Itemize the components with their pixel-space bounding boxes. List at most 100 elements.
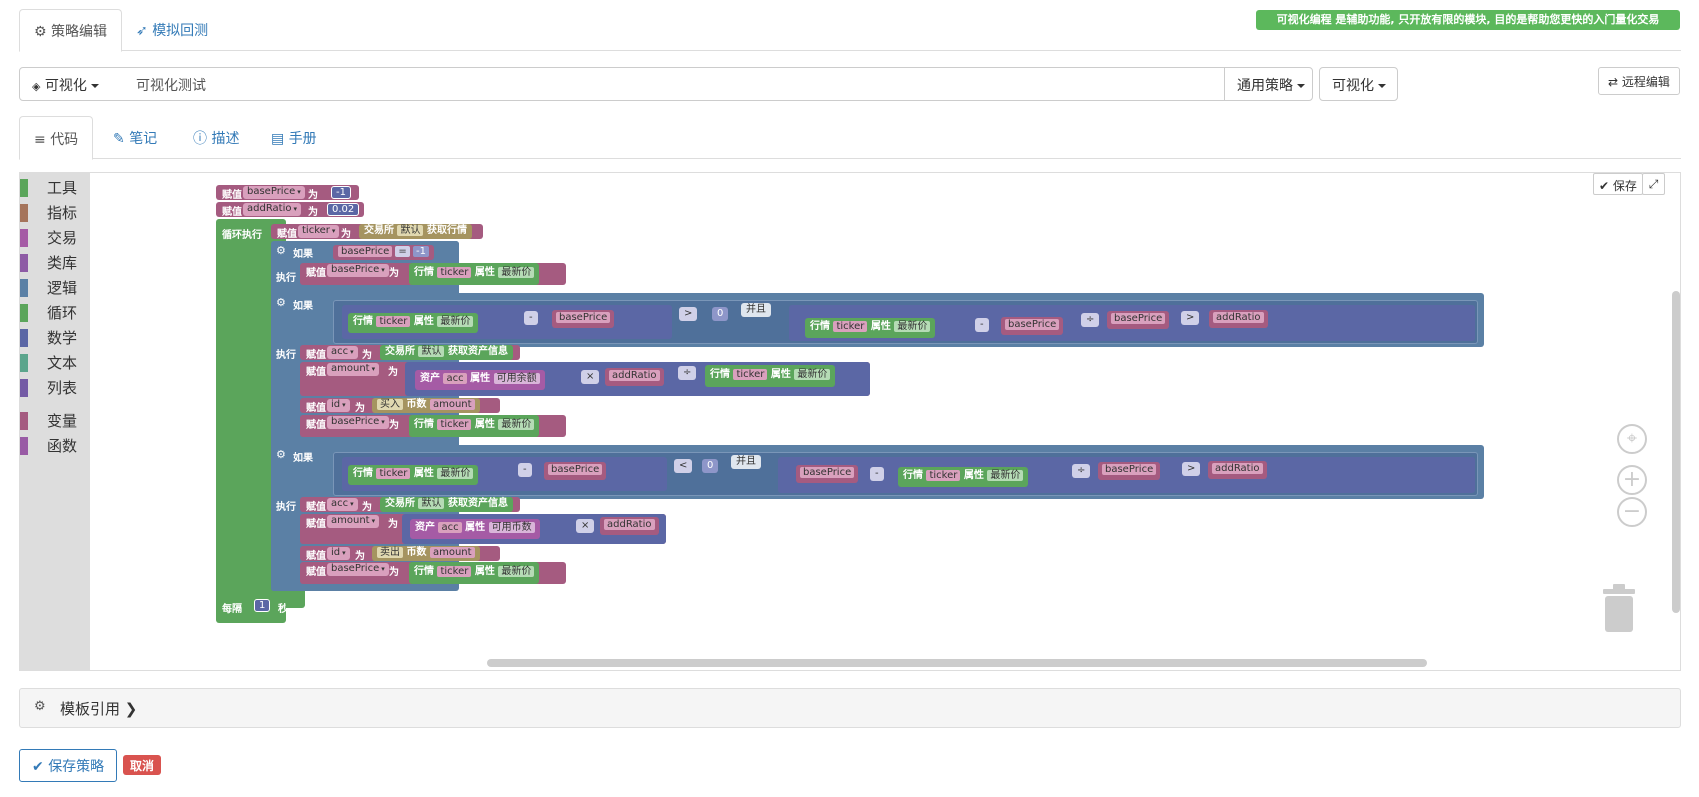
- info-icon: ⓘ: [193, 131, 207, 147]
- market-attr-block[interactable]: 行情 ticker 属性 最新价: [409, 263, 540, 285]
- top-tabs: ⚙ 策略编辑 ➶ 模拟回测: [19, 9, 1681, 52]
- toolbox-category[interactable]: 工具: [20, 177, 90, 199]
- caret-down-icon: [1297, 84, 1305, 88]
- assign-block[interactable]: 赋值 basePrice▾ 为 行情 ticker 属性 最新价: [300, 263, 566, 285]
- gear-icon[interactable]: ⚙: [276, 448, 286, 461]
- if-block[interactable]: ⚙ 如果 行情 ticker 属性 最新价 - basePrice > 0 并且…: [271, 293, 1484, 347]
- variable-field[interactable]: basePrice▾: [243, 186, 305, 199]
- template-panel[interactable]: ⚙ 模板引用 ❯: [19, 688, 1681, 728]
- tab-notes[interactable]: ✎ 笔记: [113, 131, 158, 147]
- tab-backtest[interactable]: ➶ 模拟回测: [122, 9, 222, 51]
- cancel-button[interactable]: 取消: [123, 755, 162, 775]
- zoom-in-icon[interactable]: +: [1617, 465, 1647, 495]
- recenter-icon[interactable]: ⌖: [1617, 424, 1647, 454]
- dropdown-icon: ▾: [342, 549, 346, 557]
- toolbox-category[interactable]: 文本: [20, 352, 90, 374]
- workspace-save-button[interactable]: ✔ 保存: [1593, 173, 1643, 195]
- and-expr[interactable]: 行情 ticker 属性 最新价 - basePrice < 0 并且 base…: [333, 452, 1478, 496]
- expand-icon[interactable]: ⤢: [1642, 173, 1665, 195]
- and-expr[interactable]: 行情 ticker 属性 最新价 - basePrice > 0 并且 行情 t…: [333, 300, 1478, 344]
- horizontal-scrollbar[interactable]: [487, 659, 1427, 667]
- cubes-icon: ⚙: [34, 24, 47, 40]
- assign-block[interactable]: 赋值 amount▾ 为 资产 acc 属性 可用余额 × addRatio ÷…: [300, 362, 870, 396]
- dropdown-icon: ▾: [297, 188, 301, 196]
- chevron-right-icon: ❯: [124, 700, 138, 718]
- assign-block[interactable]: 赋值 acc▾ 为 交易所 默认 获取资产信息: [300, 345, 520, 361]
- compare-ratio-expr[interactable]: 行情 ticker 属性 最新价 - basePrice ÷ basePrice…: [789, 305, 1475, 341]
- dropdown-icon: ▾: [381, 565, 385, 573]
- strategy-name-input[interactable]: 可视化测试: [124, 67, 1244, 101]
- number-field[interactable]: 0.02: [327, 203, 360, 216]
- dropdown-icon: ▾: [381, 418, 385, 426]
- tab-label: 模拟回测: [152, 23, 209, 39]
- assign-block[interactable]: 赋值 acc▾ 为 交易所 默认 获取资产信息: [300, 497, 520, 513]
- gear-icon[interactable]: ⚙: [276, 244, 286, 257]
- dropdown-icon: ▾: [371, 517, 376, 525]
- toolbox-category[interactable]: 数学: [20, 327, 90, 349]
- variable-field[interactable]: basePrice▾: [327, 264, 389, 277]
- trash-icon[interactable]: [1602, 583, 1636, 633]
- type-select[interactable]: 可视化: [1319, 67, 1398, 101]
- tab-code[interactable]: ≡ 代码: [19, 116, 94, 160]
- assign-block[interactable]: 赋值 addRatio▾ 为 0.02: [216, 202, 364, 218]
- variable-field[interactable]: addRatio▾: [243, 203, 302, 216]
- dropdown-icon: ▾: [350, 348, 354, 356]
- assign-ticker-block[interactable]: 赋值 ticker▾ 为 交易所 默认 获取行情: [271, 224, 483, 240]
- remote-edit-button[interactable]: ⇄ 远程编辑: [1598, 67, 1680, 95]
- toolbox-category[interactable]: 交易: [20, 227, 90, 249]
- toolbox-category[interactable]: 指标: [20, 202, 90, 224]
- dropdown-icon: ▾: [342, 401, 346, 409]
- blockly-workspace[interactable]: 工具 指标 交易 类库 逻辑 循环 数学 文本 列表 变量 函数 赋值 base…: [19, 172, 1681, 671]
- assign-block[interactable]: 赋值 basePrice▾ 为 行情 ticker 属性 最新价: [300, 415, 566, 437]
- blockly-toolbox: 工具 指标 交易 类库 逻辑 循环 数学 文本 列表 变量 函数: [20, 173, 90, 670]
- if-header: ⚙ 如果 basePrice = -1: [271, 241, 459, 263]
- minus-expr[interactable]: 行情 ticker 属性 最新价 - basePrice: [342, 305, 672, 339]
- category-select[interactable]: 通用策略: [1224, 67, 1313, 101]
- cubes-icon: ⚙: [34, 699, 46, 714]
- dropdown-icon: ▾: [381, 266, 385, 274]
- caret-down-icon: [90, 84, 99, 88]
- zoom-out-icon[interactable]: −: [1617, 497, 1647, 527]
- gear-icon[interactable]: ⚙: [276, 296, 286, 309]
- toolbox-category[interactable]: 类库: [20, 252, 90, 274]
- assign-block[interactable]: 赋值 amount▾ 为 资产 acc 属性 可用币数 × addRatio: [300, 514, 666, 544]
- language-icon: ◈: [32, 80, 41, 93]
- variable-field[interactable]: ticker▾: [298, 225, 340, 238]
- save-strategy-button[interactable]: ✔ 保存策略: [19, 749, 118, 782]
- toolbox-category[interactable]: 循环: [20, 302, 90, 324]
- if-block[interactable]: ⚙ 如果 行情 ticker 属性 最新价 - basePrice < 0 并且…: [271, 445, 1484, 499]
- loop-block-tail: [286, 588, 305, 608]
- list-icon: ≡: [34, 132, 46, 148]
- interval-field[interactable]: 1: [254, 599, 271, 612]
- language-select[interactable]: ◈ 可视化: [19, 67, 125, 101]
- compare-expr[interactable]: basePrice = -1: [333, 245, 434, 260]
- assign-block[interactable]: 赋值 basePrice▾ 为 行情 ticker 属性 最新价: [300, 562, 566, 584]
- book-icon: ▤: [271, 131, 285, 147]
- toolbox-category[interactable]: 逻辑: [20, 277, 90, 299]
- toolbox-category[interactable]: 变量: [20, 410, 90, 432]
- tab-strategy-edit[interactable]: ⚙ 策略编辑: [19, 9, 123, 52]
- dropdown-icon: ▾: [350, 500, 354, 508]
- assign-block[interactable]: 赋值 id▾ 为 买入 币数 amount: [300, 398, 500, 414]
- check-icon: ✔: [32, 759, 44, 775]
- exchange-ticker-block[interactable]: 交易所 默认 获取行情: [359, 224, 472, 239]
- notice-badge: 可视化编程 是辅助功能, 只开放有限的模块, 目的是帮助您更快的入门量化交易: [1256, 10, 1680, 30]
- toolbox-category[interactable]: 列表: [20, 377, 90, 399]
- caret-down-icon: [1378, 84, 1386, 88]
- assign-block[interactable]: 赋值 basePrice▾ 为 -1: [216, 185, 359, 201]
- tab-manual[interactable]: ▤ 手册: [271, 131, 317, 147]
- dropdown-icon: ▾: [371, 365, 376, 373]
- toolbox-category[interactable]: 函数: [20, 435, 90, 457]
- assign-block[interactable]: 赋值 id▾ 为 卖出 币数 amount: [300, 546, 500, 562]
- dropdown-icon: ▾: [293, 205, 298, 213]
- rocket-icon: ➶: [136, 23, 148, 39]
- retweet-icon: ⇄: [1608, 75, 1619, 89]
- tab-description[interactable]: ⓘ 描述: [193, 131, 240, 147]
- dropdown-icon: ▾: [331, 227, 336, 235]
- vertical-scrollbar[interactable]: [1672, 291, 1680, 613]
- edit-icon: ✎: [113, 131, 125, 147]
- editor-tabs: ≡ 代码 ✎ 笔记 ⓘ 描述 ▤ 手册: [19, 116, 1681, 160]
- number-field[interactable]: -1: [331, 186, 351, 199]
- check-icon: ✔: [1599, 179, 1610, 193]
- tab-label: 策略编辑: [51, 24, 108, 40]
